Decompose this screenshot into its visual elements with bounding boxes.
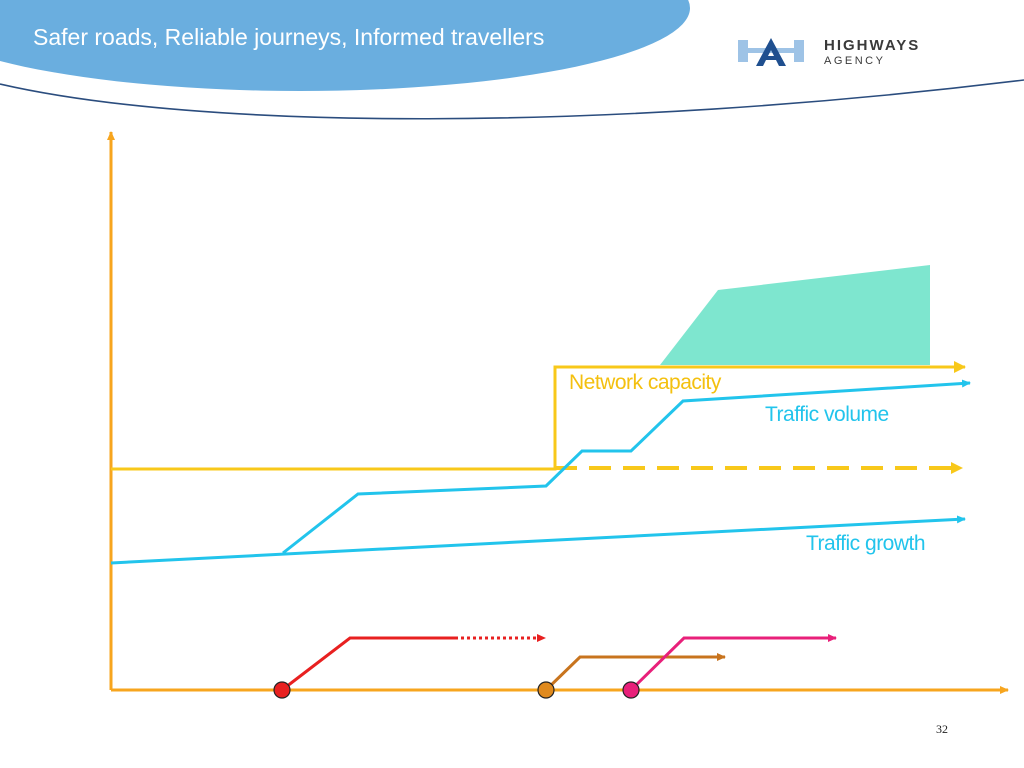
traffic-growth-label: Traffic growth [806, 532, 925, 555]
header-banner-shape [0, 0, 690, 91]
header-rule [0, 79, 1024, 120]
logo-text-agency: AGENCY [824, 55, 886, 67]
traffic-volume-label: Traffic volume [765, 403, 889, 426]
scheme-2-marker [537, 681, 555, 699]
logo-text-highways: HIGHWAYS [824, 37, 921, 54]
traffic-growth-line [110, 515, 966, 565]
slide-header: Safer roads, Reliable journeys, Informed… [0, 0, 1024, 140]
scheme-3-line [629, 634, 837, 692]
network-capacity-label: Network capacity [569, 371, 722, 394]
highways-agency-logo-icon [738, 38, 804, 66]
network-capacity-line [111, 361, 966, 471]
scheme-2-line [544, 653, 726, 692]
highways-agency-logo: HIGHWAYS AGENCY [738, 34, 978, 74]
scheme-3-marker [622, 681, 640, 699]
scheme-1-line [281, 636, 455, 692]
page-number: 32 [936, 722, 948, 736]
page-title: Safer roads, Reliable journeys, Informed… [33, 24, 545, 50]
scheme-1-marker [273, 681, 291, 699]
header-banner [0, 0, 1024, 120]
traffic-volume-line [282, 379, 971, 555]
surplus-capacity-area [660, 265, 930, 365]
